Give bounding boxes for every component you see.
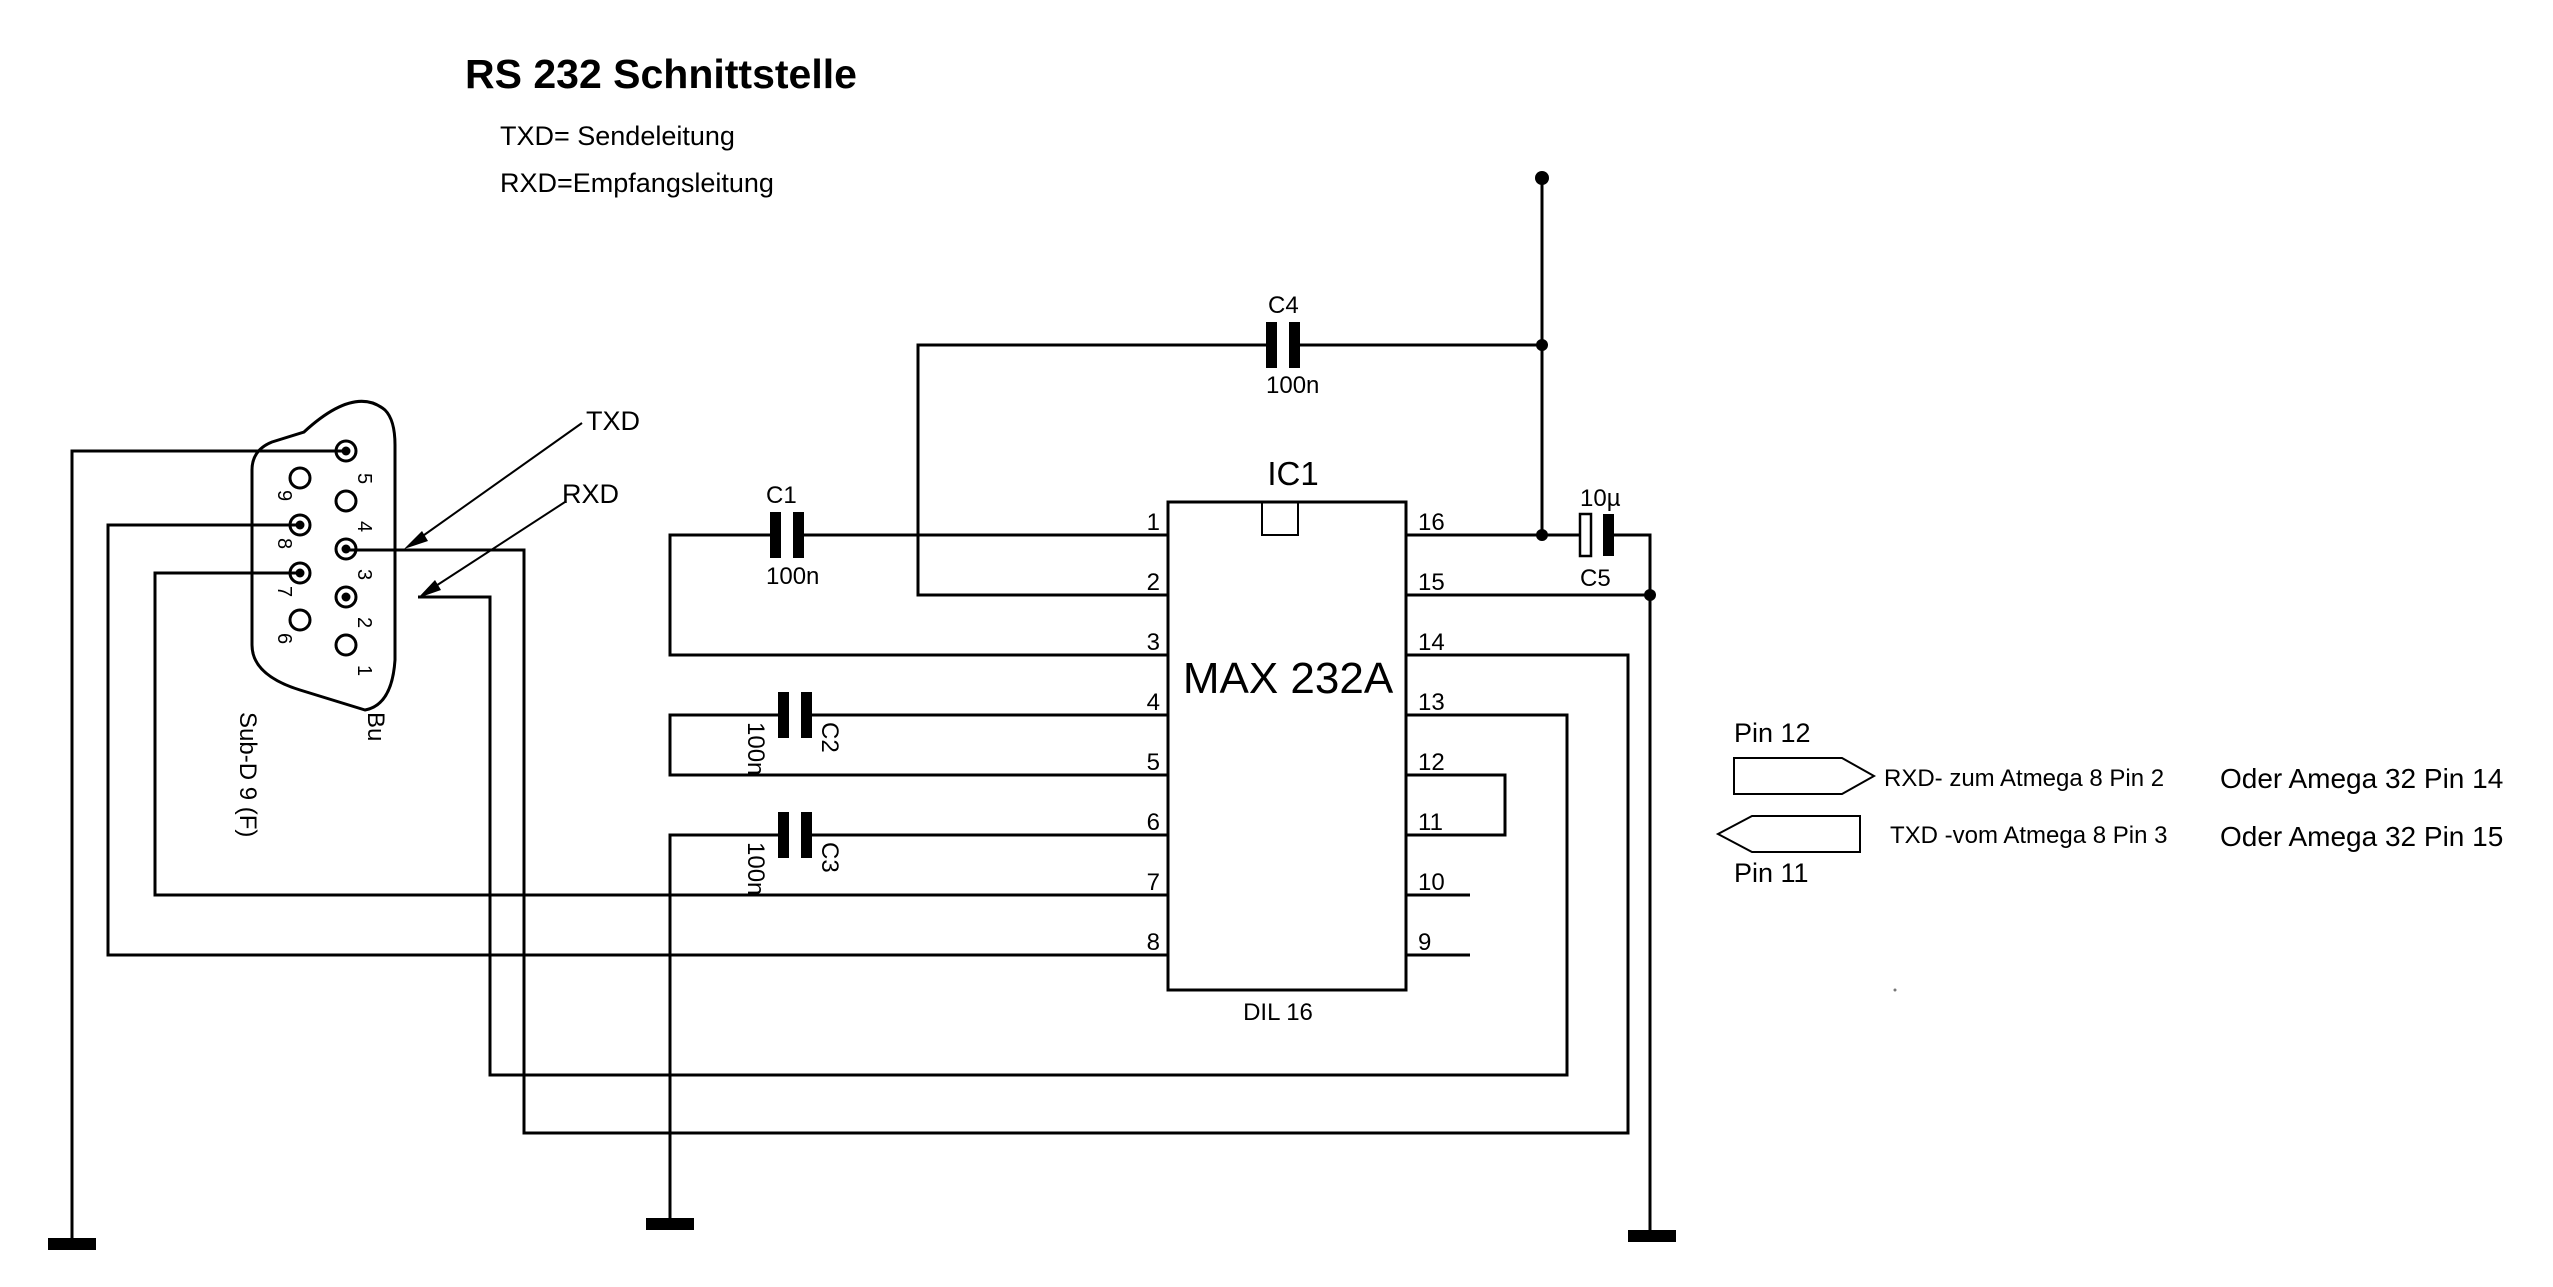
c2-ref: C2 [816,722,843,753]
subd-pin-8: 8 [273,538,295,549]
ic-package-label: DIL 16 [1243,999,1313,1026]
port-txd: TXD -vom Atmega 8 Pin 3 Oder Amega 32 Pi… [1715,815,2503,888]
ic-pin-7: 7 [1147,869,1160,896]
ic-pin-14: 14 [1418,629,1445,656]
c5-ref: C5 [1580,565,1611,592]
c3-value: 100n [742,842,769,895]
port-rxd-alt: Oder Amega 32 Pin 14 [2220,763,2503,794]
port-txd-alt: Oder Amega 32 Pin 15 [2220,821,2503,852]
subd-pin-1: 1 [353,665,375,676]
subd9-connector: 5 9 4 8 3 7 2 6 1 Bu Sub-D 9 (F) [234,399,397,837]
capacitor-c2: 100n C2 [668,692,1168,777]
ic-pin-5: 5 [1147,749,1160,776]
port-txd-text: TXD -vom Atmega 8 Pin 3 [1890,822,2167,849]
ic-pin-8: 8 [1147,929,1160,956]
ic-pin-13: 13 [1418,689,1445,716]
c3-ref: C3 [816,842,843,873]
subd-pin-3: 3 [353,569,375,580]
rxd-pointer: RXD [418,479,619,598]
stray-dot [1893,988,1897,992]
port-rxd-text: RXD- zum Atmega 8 Pin 2 [1884,765,2164,792]
c4-ref: C4 [1268,292,1299,319]
subd-pin-6: 6 [273,633,295,644]
ic-ref-label: IC1 [1267,455,1318,492]
subd-pin-5: 5 [353,473,375,484]
c5-value: 10µ [1580,485,1621,512]
ic-pin-4: 4 [1147,689,1160,716]
c1-value: 100n [766,563,819,590]
gnd-symbol-middle [646,1218,694,1230]
c4-value: 100n [1266,372,1319,399]
capacitor-c3: 100n C3 [668,812,1168,1220]
capacitor-c1: C1 100n [668,482,1168,657]
note-txd: TXD= Sendeleitung [500,121,735,151]
gnd-symbol-right [1628,1230,1676,1242]
txd-pointer: TXD [404,406,640,549]
ic-part-label: MAX 232A [1183,654,1394,703]
ic-pin-3: 3 [1147,629,1160,656]
gnd-symbol-left [48,1238,96,1250]
subd-pin-9: 9 [273,490,295,501]
capacitor-c5: 10µ C5 [1578,485,1652,1233]
ic-pin-15: 15 [1418,569,1445,596]
ic-pin-6: 6 [1147,809,1160,836]
subd-pin-4: 4 [353,521,375,532]
capacitor-c4: C4 100n [916,292,1542,597]
diagram-title: RS 232 Schnittstelle [465,51,857,97]
subd-name-label: Sub-D 9 (F) [234,712,261,837]
ic-pin-1: 1 [1147,509,1160,536]
port-txd-pin: Pin 11 [1734,858,1809,888]
port-rxd: Pin 12 RXD- zum Atmega 8 Pin 2 Oder Ameg… [1733,718,2503,795]
ic-pin-12: 12 [1418,749,1445,776]
ic-pin-2: 2 [1147,569,1160,596]
ic-pin-10: 10 [1418,869,1445,896]
subd-pin-7: 7 [273,586,295,597]
ic-pin-9: 9 [1418,929,1431,956]
note-rxd: RXD=Empfangsleitung [500,168,774,198]
vcc-rail [1406,171,1580,541]
c1-ref: C1 [766,482,797,509]
subd-pin-2: 2 [353,617,375,628]
ic-pin-16: 16 [1418,509,1445,536]
ic-max232a: IC1 MAX 232A DIL 16 1 2 3 4 5 6 7 8 16 1… [1147,455,1445,1026]
ic-pin-11: 11 [1418,809,1443,836]
c2-value: 100n [742,722,769,775]
rxd-label: RXD [562,479,619,509]
port-rxd-pin: Pin 12 [1734,718,1811,748]
txd-label: TXD [586,406,640,436]
subd-side-label: Bu [362,712,389,741]
